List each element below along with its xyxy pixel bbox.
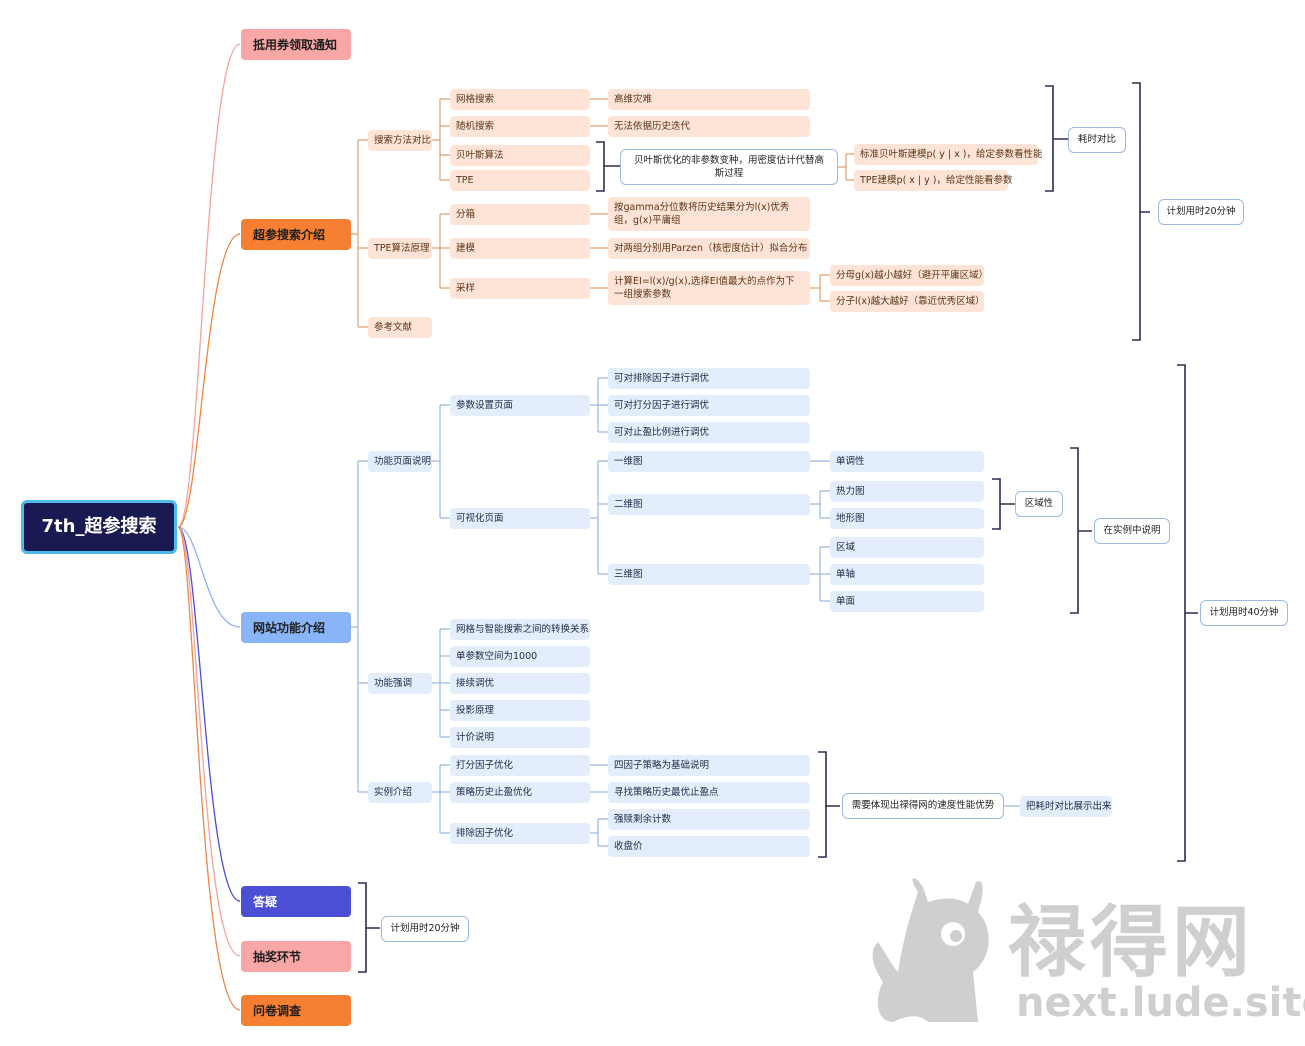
topic-bayes[interactable]: 贝叶斯算法 [450, 145, 590, 166]
bracket-hp-plan [1132, 82, 1150, 341]
branch-coupon[interactable]: 抵用券领取通知 [241, 29, 351, 60]
topic-modeling[interactable]: 建模 [450, 238, 590, 259]
connector-hp [177, 233, 241, 528]
topic-vis-page[interactable]: 可视化页面 [450, 508, 590, 529]
topic-pages[interactable]: 功能页面说明 [368, 451, 432, 472]
topic-tune-exclude[interactable]: 可对排除因子进行调优 [608, 368, 810, 389]
summary-speed-advantage[interactable]: 需要体现出禄得网的速度性能优势 [842, 793, 1004, 819]
topic-references[interactable]: 参考文献 [368, 317, 432, 338]
topic-tp-opt[interactable]: 策略历史止盈优化 [450, 782, 590, 803]
topic-tpe-model[interactable]: TPE建模p( x | y )，给定性能看参数 [854, 170, 1013, 191]
topic-region[interactable]: 区域 [830, 537, 984, 558]
topic-terrain[interactable]: 地形图 [830, 508, 984, 529]
topic-tpe[interactable]: TPE [450, 170, 590, 191]
topic-binning[interactable]: 分箱 [450, 204, 590, 225]
branch-hp-intro[interactable]: 超参搜索介绍 [241, 219, 351, 250]
topic-tpe-principle[interactable]: TPE算法原理 [368, 238, 432, 259]
topic-find-tp[interactable]: 寻找策略历史最优止盈点 [608, 782, 810, 803]
bracket-qa-plan [358, 882, 380, 973]
connector-survey [177, 526, 241, 1011]
topic-single-plane[interactable]: 单面 [830, 591, 984, 612]
topic-monotonic[interactable]: 单调性 [830, 451, 984, 472]
topic-four-factor[interactable]: 四因子策略为基础说明 [608, 755, 810, 776]
topic-weak-count[interactable]: 强赎剩余计数 [608, 809, 810, 830]
topic-one-d[interactable]: 一维图 [608, 451, 810, 472]
topic-param-page[interactable]: 参数设置页面 [450, 395, 590, 416]
connector-lottery [177, 526, 241, 957]
topic-sampling[interactable]: 采样 [450, 278, 590, 299]
summary-regional[interactable]: 区域性 [1015, 491, 1063, 517]
topic-search-compare[interactable]: 搜索方法对比 [368, 130, 432, 151]
watermark-cn: 禄得网 [1008, 898, 1255, 988]
topic-cases[interactable]: 实例介绍 [368, 782, 432, 803]
topic-random-search[interactable]: 随机搜索 [450, 116, 590, 137]
topic-two-d[interactable]: 二维图 [608, 494, 810, 515]
topic-sampling-note[interactable]: 计算EI=l(x)/g(x),选择EI值最大的点作为下一组搜索参数 [608, 271, 810, 305]
connector-qa [177, 526, 241, 902]
topic-single-axis[interactable]: 单轴 [830, 564, 984, 585]
topic-std-bayes[interactable]: 标准贝叶斯建模p( y | x )，给定参数看性能 [854, 144, 1042, 165]
summary-site-plan-time[interactable]: 计划用时40分钟 [1200, 600, 1288, 626]
topic-single-space[interactable]: 单参数空间为1000 [450, 646, 590, 667]
branch-lottery[interactable]: 抽奖环节 [241, 941, 351, 972]
topic-show-time[interactable]: 把耗时对比展示出来 [1020, 796, 1112, 817]
summary-time-compare[interactable]: 耗时对比 [1068, 127, 1126, 153]
watermark: 禄得网 next.lude.site [868, 872, 1305, 1032]
topic-random-note[interactable]: 无法依据历史迭代 [608, 116, 810, 137]
topic-grid-note[interactable]: 高维灾难 [608, 89, 810, 110]
branch-survey[interactable]: 问卷调查 [241, 995, 351, 1026]
topic-close-price[interactable]: 收盘价 [608, 836, 810, 857]
topic-tune-tp[interactable]: 可对止盈比例进行调优 [608, 422, 810, 443]
topic-modeling-note[interactable]: 对两组分别用Parzen（核密度估计）拟合分布 [608, 238, 810, 259]
topic-heatmap[interactable]: 热力图 [830, 481, 984, 502]
connector-coupon [177, 43, 241, 528]
topic-pricing[interactable]: 计价说明 [450, 727, 590, 748]
summary-explain-in-case[interactable]: 在实例中说明 [1094, 518, 1170, 544]
topic-numerator[interactable]: 分子l(x)越大越好（靠近优秀区域） [830, 291, 985, 312]
bracket-cases [818, 751, 840, 858]
topic-exclude-opt[interactable]: 排除因子优化 [450, 823, 590, 844]
topic-score-opt[interactable]: 打分因子优化 [450, 755, 590, 776]
topic-projection[interactable]: 投影原理 [450, 700, 590, 721]
topic-denominator[interactable]: 分母g(x)越小越好（避开平庸区域） [830, 265, 988, 286]
topic-grid-search[interactable]: 网格搜索 [450, 89, 590, 110]
branch-qa[interactable]: 答疑 [241, 886, 351, 917]
topic-continue-tune[interactable]: 接续调优 [450, 673, 590, 694]
summary-qa-plan-time[interactable]: 计划用时20分钟 [381, 916, 469, 942]
watermark-en: next.lude.site [1016, 980, 1305, 1026]
topic-three-d[interactable]: 三维图 [608, 564, 810, 585]
branch-site-intro[interactable]: 网站功能介绍 [241, 612, 351, 643]
connector-site [177, 526, 241, 628]
topic-grid-smart[interactable]: 网格与智能搜索之间的转换关系 [450, 619, 590, 640]
summary-bayes-tpe[interactable]: 贝叶斯优化的非参数变种，用密度估计代替高斯过程 [620, 149, 838, 185]
summary-hp-plan-time[interactable]: 计划用时20分钟 [1158, 199, 1244, 225]
topic-tune-score[interactable]: 可对打分因子进行调优 [608, 395, 810, 416]
bull-mascot-icon [872, 877, 989, 1022]
bracket-explain [1070, 447, 1092, 614]
bracket-site-plan [1177, 364, 1198, 862]
bracket-bayes-tpe [596, 141, 620, 192]
bracket-time-compare [1045, 85, 1068, 192]
root-topic[interactable]: 7th_超参搜索 [21, 500, 177, 554]
bracket-regional [992, 478, 1015, 530]
topic-binning-note[interactable]: 按gamma分位数将历史结果分为l(x)优秀组，g(x)平庸组 [608, 197, 810, 231]
topic-emphasis[interactable]: 功能强调 [368, 673, 432, 694]
